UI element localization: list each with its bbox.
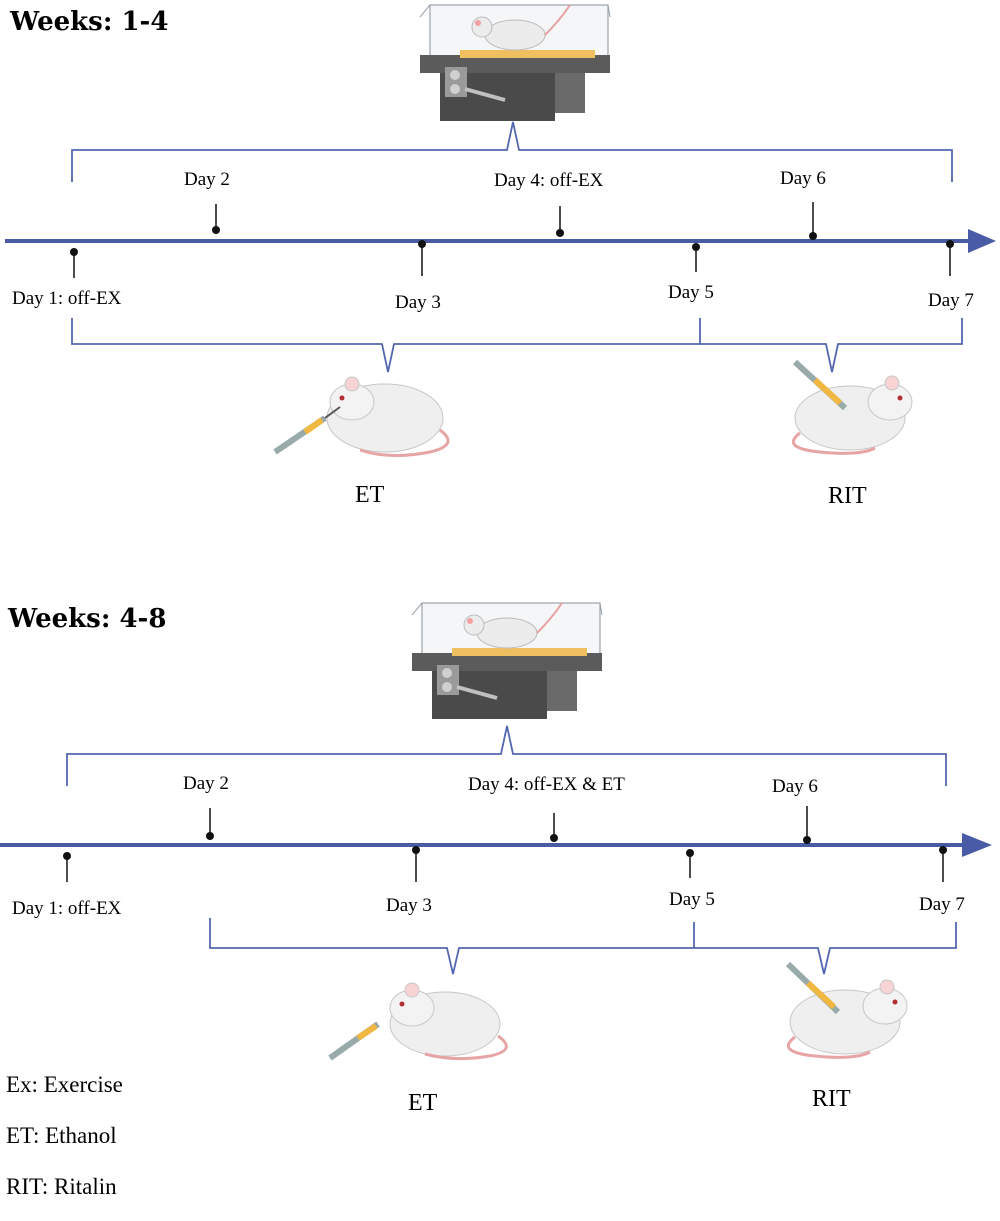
day-3-marker [418,240,426,276]
day-1-label: Day 1: off-EX [12,288,122,309]
day-1-label: Day 1: off-EX [12,898,122,919]
rit-label: RIT [828,483,867,509]
day-4-marker [550,813,558,842]
top-bracket [71,121,953,182]
rat-icon [786,979,908,1059]
syringe-icon [273,406,341,455]
day-2-marker [212,204,220,234]
rat-icon [326,376,450,458]
day-7-label: Day 7 [928,290,974,311]
rat-icon [791,375,913,455]
legend-item-ethanol: ET: Ethanol [6,1123,117,1148]
timeline-diagram: Weeks: 1-4 [5,4,996,509]
day-4-marker [556,206,564,237]
day-6-label: Day 6 [772,776,818,797]
et-label: ET [408,1090,438,1116]
et-bracket [71,318,701,373]
et-label: ET [355,482,385,508]
day-4-label: Day 4: off-EX & ET [468,774,625,795]
legend-item-ritalin: RIT: Ritalin [6,1174,117,1199]
day-1-marker [70,248,78,278]
legend: Ex: Exercise ET: Ethanol RIT: Ritalin [6,1068,123,1221]
top-bracket [66,725,947,786]
panel-weeks-1-4: Weeks: 1-4 [0,0,1000,590]
et-bracket [209,918,695,975]
day-5-label: Day 5 [668,282,714,303]
timeline-diagram: Weeks: 4-8 [0,602,992,1116]
week-title: Weeks: 1-4 [9,7,168,37]
day-2-marker [206,808,214,840]
day-5-marker [686,849,694,878]
timeline-arrow [962,833,992,857]
treadmill-icon [411,602,603,719]
syringe-icon [785,961,841,1015]
syringe-icon [328,1021,380,1061]
day-1-marker [63,852,71,882]
day-3-label: Day 3 [386,895,432,916]
week-title: Weeks: 4-8 [7,604,166,634]
rit-label: RIT [812,1086,851,1112]
day-7-label: Day 7 [919,894,965,915]
timeline-arrow [968,229,996,253]
rit-bracket [700,318,963,373]
rat-icon [389,982,508,1061]
syringe-icon [792,359,848,411]
day-5-marker [692,243,700,272]
day-7-marker [939,846,947,882]
day-3-marker [412,846,420,882]
day-6-label: Day 6 [780,168,826,189]
day-2-label: Day 2 [184,169,230,190]
day-6-marker [809,202,817,240]
day-6-marker [803,806,811,844]
day-4-label: Day 4: off-EX [494,170,604,191]
day-7-marker [946,240,954,276]
panel-weeks-4-8: Weeks: 4-8 [0,600,1000,1190]
treadmill-icon [419,4,611,121]
legend-item-exercise: Ex: Exercise [6,1072,123,1097]
day-2-label: Day 2 [183,773,229,794]
rit-bracket [694,922,957,975]
day-3-label: Day 3 [395,292,441,313]
day-5-label: Day 5 [669,889,715,910]
